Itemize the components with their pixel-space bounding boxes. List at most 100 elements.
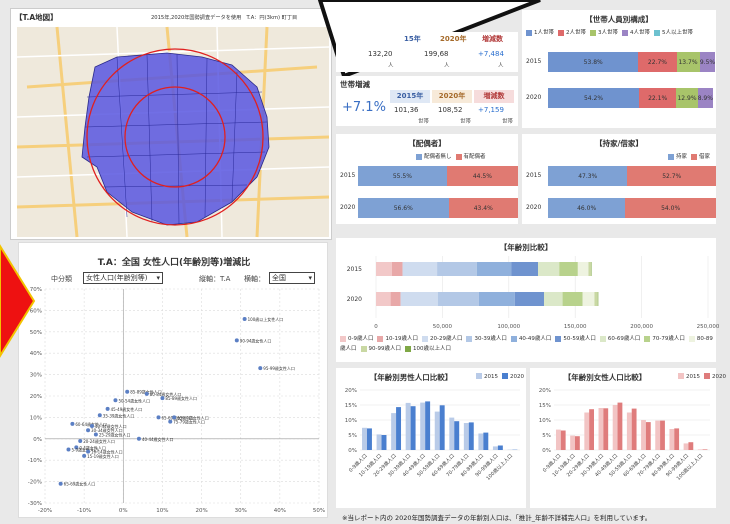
age-compare-bar-segment xyxy=(538,262,560,276)
household-size-legend-item: 5人以上世帯 xyxy=(654,29,693,36)
scatter-y-tick-label: -20% xyxy=(28,480,42,486)
scatter-point-label: 95-99歳女性人口 xyxy=(263,365,295,371)
male-age-bar xyxy=(376,434,382,450)
scatter-point xyxy=(242,316,247,321)
age-compare-tick-label: 50,000 xyxy=(433,324,453,330)
scatter-point xyxy=(113,398,118,403)
spouse-year-label: 2020 xyxy=(340,204,356,211)
female-age-bar xyxy=(555,429,561,450)
housing-bar-segment: 52.7% xyxy=(627,166,716,186)
household-size-title: 【世帯人員別構成】 xyxy=(585,15,653,24)
household-size-bar-segment: 12.9% xyxy=(676,88,698,108)
chevron-down-icon: ▾ xyxy=(308,274,312,282)
scatter-point-label: 85-89歳女性人口 xyxy=(165,395,197,401)
age-compare-legend-item: 10-19歳人口 xyxy=(377,335,418,342)
male-age-chart: 20%15%10%5%0%0-9歳人口10-19歳人口20-29歳人口30-39… xyxy=(345,388,520,482)
category-label: 中分類 xyxy=(51,275,72,283)
male-age-bar xyxy=(410,406,416,450)
female-age-bar xyxy=(570,435,575,450)
male-age-bar xyxy=(362,427,367,450)
scatter-point xyxy=(234,338,239,343)
female-age-bar xyxy=(688,442,694,450)
female-age-bar xyxy=(598,408,604,450)
scatter-point-label: 35-39歳女性人口 xyxy=(103,412,135,418)
age-compare-legend-label: 70-79歳人口 xyxy=(652,336,685,342)
household-size-bar-segment: 22.7% xyxy=(638,52,677,72)
household-size-legend-item: 2人世帯 xyxy=(558,29,586,36)
female-age-y-tick-label: 5% xyxy=(542,433,551,439)
age-compare-year-label: 2015 xyxy=(347,266,362,273)
age-compare-tick-label: 0 xyxy=(374,324,378,330)
map-area[interactable] xyxy=(16,26,330,238)
male-age-bar xyxy=(381,435,387,450)
male-age-bar xyxy=(478,433,484,450)
female-age-bar xyxy=(626,412,632,450)
spouse-bar-segment: 44.5% xyxy=(446,166,518,186)
scatter-chart: 70%60%50%40%30%20%10%0%-10%-20%-30%-20%-… xyxy=(28,287,325,514)
household-size-legend-item: 3人世帯 xyxy=(590,29,618,36)
male-age-y-tick-label: 20% xyxy=(345,388,357,394)
scatter-x-tick-label: -10% xyxy=(77,508,91,514)
female-age-y-tick-label: 20% xyxy=(539,388,551,394)
female-age-bar xyxy=(589,409,594,450)
category-value: 女性人口(年齢別等) xyxy=(86,274,148,282)
female-age-bar xyxy=(697,449,703,450)
age-compare-bar-segment xyxy=(402,262,438,276)
age-compare-tick-label: 200,000 xyxy=(630,324,653,330)
age-compare-legend-label: 0-9歳人口 xyxy=(348,336,374,342)
age-compare-bar-segment xyxy=(597,292,599,306)
housing-legend-label: 借家 xyxy=(699,154,711,160)
age-compare-bar-segment xyxy=(390,292,401,306)
age-compare-legend-swatch xyxy=(405,345,411,352)
scatter-point xyxy=(58,481,63,486)
scatter-point xyxy=(70,421,75,426)
households-top-change: +7,484 xyxy=(478,50,504,58)
male-age-y-tick-label: 15% xyxy=(345,403,357,409)
age-compare-legend-item: 50-59歳人口 xyxy=(555,335,596,342)
scatter-y-tick-label: 60% xyxy=(30,308,42,314)
female-age-chart: 20%15%10%5%0%0-9歳人口10-19歳人口20-29歳人口30-39… xyxy=(539,388,710,482)
household-change-unit-2: 世帯 xyxy=(460,119,472,125)
scatter-point-label: 60-64歳女性人口 xyxy=(75,421,107,427)
scatter-point-label: 10-14歳女性人口 xyxy=(91,449,123,455)
age-compare-tick-label: 100,000 xyxy=(497,324,520,330)
housing-bar-segment: 47.3% xyxy=(548,166,628,186)
horizontal-select[interactable]: 全国 ▾ xyxy=(269,272,315,284)
age-compare-legend-swatch xyxy=(644,335,651,342)
scatter-point xyxy=(82,453,87,458)
age-compare-legend-label: 50-59歳人口 xyxy=(563,336,596,342)
household-size-bar-row: 53.8%22.7%13.7%9.5% xyxy=(548,52,716,72)
age-compare-legend-swatch xyxy=(421,335,428,342)
housing-title: 【持家/借家】 xyxy=(595,139,643,148)
housing-legend-item: 借家 xyxy=(691,153,711,160)
age-compare-bar-segment xyxy=(588,262,592,276)
female-age-bar xyxy=(641,420,646,450)
male-age-bar xyxy=(454,421,460,450)
spouse-legend-item: 配偶者無し xyxy=(416,153,452,160)
age-compare-legend-item: 60-69歳人口 xyxy=(599,335,640,342)
age-compare-legend-label: 90-99歳人口 xyxy=(368,346,401,352)
scatter-y-tick-label: 30% xyxy=(30,373,42,379)
age-compare-bar-segment xyxy=(594,292,598,306)
age-compare-bar-segment xyxy=(562,292,583,306)
age-compare-bar-segment xyxy=(511,262,539,276)
scatter-point xyxy=(125,389,130,394)
female-age-bar xyxy=(702,449,708,450)
female-age-legend-swatch xyxy=(704,373,710,379)
scatter-y-tick-label: 10% xyxy=(30,415,42,421)
male-age-bar xyxy=(463,423,469,450)
household-size-legend-label: 5人以上世帯 xyxy=(662,30,693,36)
female-age-legend-item: 2020 xyxy=(704,373,726,380)
male-age-bar xyxy=(483,432,489,450)
male-age-bar xyxy=(425,401,431,450)
category-select[interactable]: 女性人口(年齢別等) ▾ xyxy=(83,272,163,284)
household-size-legend-label: 1人世帯 xyxy=(534,30,554,36)
scatter-point xyxy=(74,445,79,450)
female-age-bar xyxy=(603,408,609,450)
map-panel: 【T.A地図】 2015年,2020年国勢調査データを使用 T.A：円(3km)… xyxy=(10,8,332,240)
scatter-point-label: 20-24歳女性人口 xyxy=(83,438,115,444)
